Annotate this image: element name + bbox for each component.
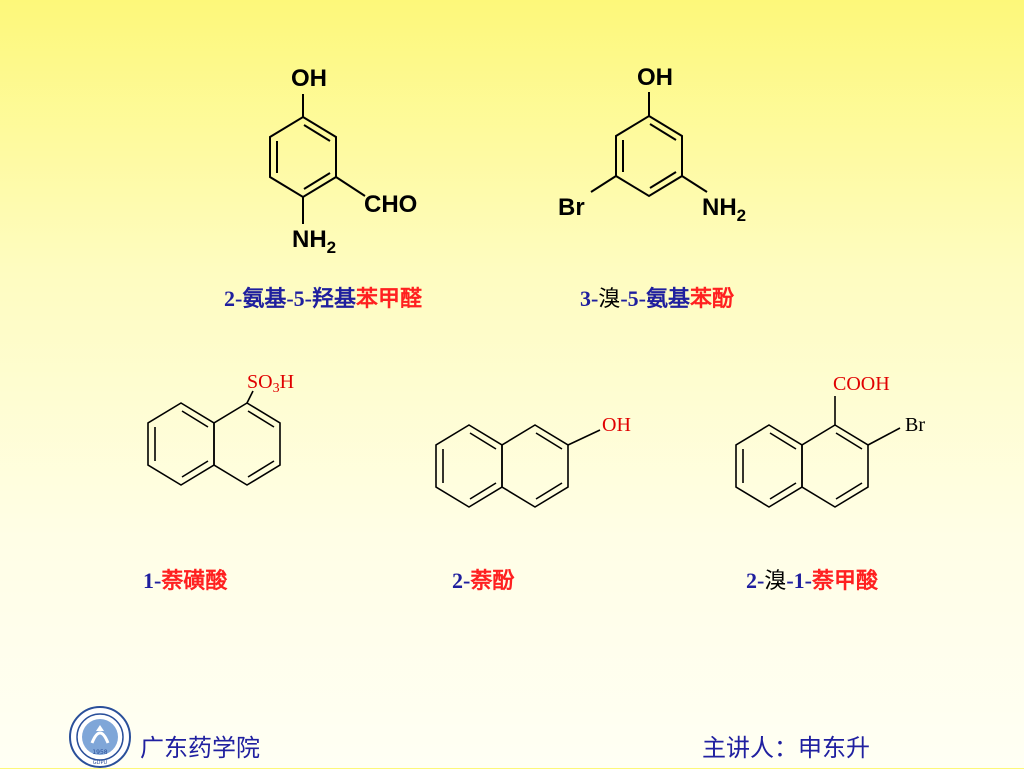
br-label: Br xyxy=(905,414,925,436)
structure-bromonaphthoic-acid: COOH Br xyxy=(735,373,925,508)
caption-bromoaminophenol: 3-溴-5-氨基苯酚 xyxy=(580,281,734,313)
caption-part: 苯酚 xyxy=(690,286,735,311)
caption-part: 2- xyxy=(746,568,765,593)
caption-part: 萘酚 xyxy=(470,568,515,593)
oh-label: OH xyxy=(291,65,327,92)
nh2-label: NH2 xyxy=(702,194,746,225)
lecturer: 主讲人：申东升 xyxy=(702,734,870,762)
double-bond xyxy=(247,460,275,478)
double-bond xyxy=(303,172,331,190)
double-bond xyxy=(247,410,275,428)
caption-part: 2- xyxy=(224,286,243,311)
so3h-label: SO3H xyxy=(247,371,294,396)
school-name: 广东药学院 xyxy=(140,734,260,762)
bond-nh2 xyxy=(681,175,708,193)
cho-label: CHO xyxy=(364,191,417,218)
caption-part: 羟基 xyxy=(312,286,357,311)
caption-part: 溴 xyxy=(598,286,621,311)
bond-so3h xyxy=(246,390,254,404)
nh2-label: NH2 xyxy=(292,226,336,257)
caption-part: 苯甲醛 xyxy=(356,286,423,311)
double-bond xyxy=(535,482,563,500)
caption-part: 2- xyxy=(452,568,471,593)
caption-naphthol: 2-萘酚 xyxy=(452,563,514,595)
structure-naphthalenesulfonic-acid: SO3H xyxy=(147,371,294,486)
logo-year: 1958 xyxy=(92,749,107,756)
double-bond xyxy=(835,432,863,450)
benzene-ring xyxy=(615,114,683,198)
double-bond xyxy=(835,482,863,500)
double-bond xyxy=(649,171,677,189)
naphthalene-ring-left xyxy=(735,424,803,508)
school-logo: 1958 GDPU xyxy=(69,706,131,768)
structure-naphthol: OH xyxy=(435,414,631,508)
oh-label: OH xyxy=(602,414,631,436)
double-bond xyxy=(303,124,331,142)
double-bond xyxy=(649,123,677,141)
bond-oh xyxy=(567,429,601,446)
caption-bromonaphthoic-acid: 2-溴-1-萘甲酸 xyxy=(746,563,878,595)
caption-part: 1- xyxy=(143,568,162,593)
caption-part: 溴 xyxy=(764,568,787,593)
caption-part: 萘磺酸 xyxy=(161,568,228,593)
double-bond xyxy=(469,432,497,450)
double-bond xyxy=(769,432,797,450)
double-bond xyxy=(469,482,497,500)
caption-part: 萘甲酸 xyxy=(812,568,879,593)
caption-part: 氨基 xyxy=(242,286,287,311)
oh-label: OH xyxy=(637,64,673,91)
logo-abbr: GDPU xyxy=(93,760,108,766)
bond-br xyxy=(867,427,901,446)
caption-part: -5- xyxy=(286,286,312,311)
benzene-ring xyxy=(269,115,337,199)
structure-aminohydroxybenzaldehyde: OH CHO NH2 xyxy=(269,65,417,257)
naphthalene-ring-right xyxy=(801,424,869,508)
naphthalene-ring-left xyxy=(147,402,215,486)
caption-part: 氨基 xyxy=(646,286,691,311)
caption-aminohydroxybenzaldehyde: 2-氨基-5-羟基苯甲醛 xyxy=(224,281,422,313)
bond-cho xyxy=(335,176,366,197)
naphthalene-ring-right xyxy=(213,402,281,486)
caption-part: -1- xyxy=(786,568,812,593)
naphthalene-ring-left xyxy=(435,424,503,508)
caption-part: 3- xyxy=(580,286,599,311)
double-bond xyxy=(535,432,563,450)
br-label: Br xyxy=(558,194,585,221)
naphthalene-ring-right xyxy=(501,424,569,508)
caption-part: -5- xyxy=(620,286,646,311)
double-bond xyxy=(181,460,209,478)
double-bond xyxy=(769,482,797,500)
double-bond xyxy=(181,410,209,428)
caption-naphthalenesulfonic-acid: 1-萘磺酸 xyxy=(143,563,227,595)
bond-br xyxy=(590,175,617,193)
structure-bromoaminophenol: OH Br NH2 xyxy=(558,64,746,225)
cooh-label: COOH xyxy=(833,373,890,395)
